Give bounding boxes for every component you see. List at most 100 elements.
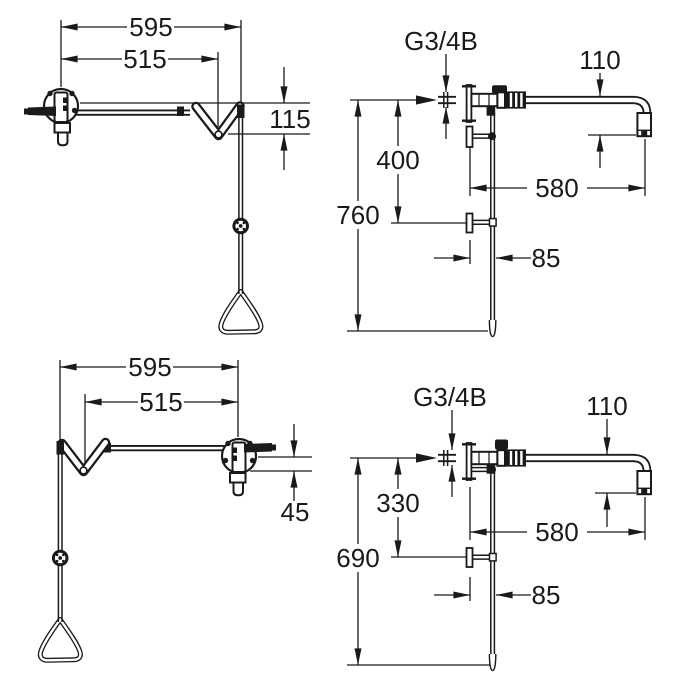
- valve-body: [470, 450, 499, 466]
- dim-drop: 115: [80, 67, 311, 170]
- flange-bolt: [47, 90, 53, 97]
- dim-reach-label: 580: [535, 517, 578, 547]
- valve-lever-side: [492, 85, 507, 94]
- dim-valve-to-guide: 330: [376, 458, 420, 557]
- flange-bolt: [225, 440, 231, 447]
- dim-total-height-label: 690: [336, 543, 379, 573]
- arm-hinge: [104, 443, 111, 453]
- union-nut-slit: [509, 451, 513, 465]
- valve-spout-nozzle: [232, 481, 244, 497]
- valve-lever: [28, 106, 56, 116]
- dim-spout-drop: 110: [586, 391, 628, 527]
- knob-dot: [55, 553, 59, 557]
- guide-cap: [488, 132, 496, 141]
- rod-attachment: [56, 441, 64, 455]
- view-side-bottom: 690 330 580 85 110 G3/4B: [336, 382, 653, 672]
- knob-dot: [62, 553, 65, 557]
- inlet-flow-arrow: [416, 453, 437, 463]
- valve-lever-side: [495, 439, 508, 450]
- dim-total-height: 760: [336, 100, 380, 331]
- rod-guide-upper: [465, 125, 496, 148]
- valve-spout: [53, 122, 71, 134]
- shower-nozzle: [641, 130, 648, 137]
- guide-cap: [488, 552, 497, 562]
- thread-callout: G3/4B: [404, 26, 478, 139]
- valve-collar: [496, 449, 506, 467]
- valve-lever-tip: [24, 108, 29, 115]
- dim-valve-to-guide-label: 400: [376, 145, 419, 175]
- dim-wall-offset-label: 85: [532, 243, 561, 273]
- flange-bolt: [69, 90, 75, 97]
- valve-lever-tip: [271, 444, 276, 451]
- rod-guide-lower: [465, 212, 497, 234]
- dim-valve-to-guide-label: 330: [376, 488, 419, 518]
- pipe-elbow: [632, 102, 645, 114]
- dim-total-width-label: 595: [129, 12, 172, 42]
- dim-valve-to-guide: 400: [376, 100, 420, 223]
- pull-handle-core: [39, 618, 82, 662]
- view-side-top: 760 400 580 85 110 G3/4B: [336, 26, 653, 338]
- cartridge-screw: [63, 97, 69, 103]
- dim-drop-label: 115: [269, 104, 310, 134]
- arm-hinge: [177, 106, 184, 116]
- knob-dot: [236, 221, 239, 225]
- ball-knob: [232, 217, 249, 235]
- dim-spout-drop-label: 110: [579, 45, 620, 75]
- flange-bolt: [71, 107, 78, 114]
- rod-tip: [488, 653, 497, 672]
- pipe-elbow: [632, 95, 652, 114]
- valve-collar: [496, 91, 506, 109]
- knob-dot: [242, 227, 246, 231]
- pipe-elbow: [632, 460, 645, 472]
- rod-tip: [488, 319, 497, 338]
- valve-spout: [229, 472, 247, 484]
- dim-reach: 580: [470, 517, 645, 547]
- guide-cap: [488, 217, 497, 227]
- valve-spout-nozzle: [57, 131, 69, 147]
- dim-total-width: 595: [60, 352, 238, 382]
- union-nut-slit: [515, 93, 518, 107]
- wall-valve-flange: [24, 87, 80, 147]
- view-front-bottom: 595 515 45: [37, 352, 312, 663]
- rod-guide-upper: [471, 465, 496, 474]
- dim-drop-label: 45: [281, 497, 310, 527]
- flange-bolt: [222, 457, 229, 464]
- dim-drop: 45: [250, 424, 312, 527]
- cartridge-screw: [231, 455, 237, 461]
- union-nut-slit: [509, 93, 513, 107]
- flange-bolt: [249, 457, 256, 464]
- union-nut-slit: [515, 451, 518, 465]
- ball-knob: [51, 549, 69, 567]
- union-nut-slit: [520, 451, 523, 465]
- dim-reach: 580: [470, 173, 645, 203]
- guide-plate: [465, 125, 474, 148]
- dim-arm-width: 515: [85, 387, 238, 417]
- dim-total-height: 690: [336, 458, 380, 665]
- view-front-top: 595 515 115: [24, 12, 311, 335]
- thread-label: G3/4B: [413, 382, 487, 412]
- thread-label: G3/4B: [404, 26, 478, 56]
- pipe-elbow: [632, 453, 652, 472]
- guide-plate: [465, 212, 474, 234]
- rod-attachment: [237, 104, 245, 118]
- dim-arm-width-label: 515: [123, 44, 166, 74]
- union-nut-slit: [520, 93, 523, 107]
- dim-wall-offset: 85: [434, 580, 560, 610]
- dim-spout-drop-label: 110: [586, 391, 627, 421]
- dim-total-width-label: 595: [128, 352, 171, 382]
- shower-nozzle: [641, 488, 648, 495]
- thread-callout: G3/4B: [413, 382, 487, 497]
- dim-total-width: 595: [61, 12, 241, 42]
- knob-center: [58, 556, 63, 560]
- pivot-hole: [214, 130, 223, 139]
- knob-dot: [236, 227, 239, 231]
- valve-body: [470, 92, 499, 108]
- knob-dot: [242, 221, 246, 225]
- dim-arm-width-label: 515: [139, 387, 182, 417]
- dim-arm-width: 515: [61, 44, 218, 74]
- rod-link: [486, 106, 496, 116]
- inlet-flow-arrow: [416, 95, 437, 105]
- rod-guide-lower: [465, 547, 497, 568]
- wall-valve-flange: [220, 437, 276, 497]
